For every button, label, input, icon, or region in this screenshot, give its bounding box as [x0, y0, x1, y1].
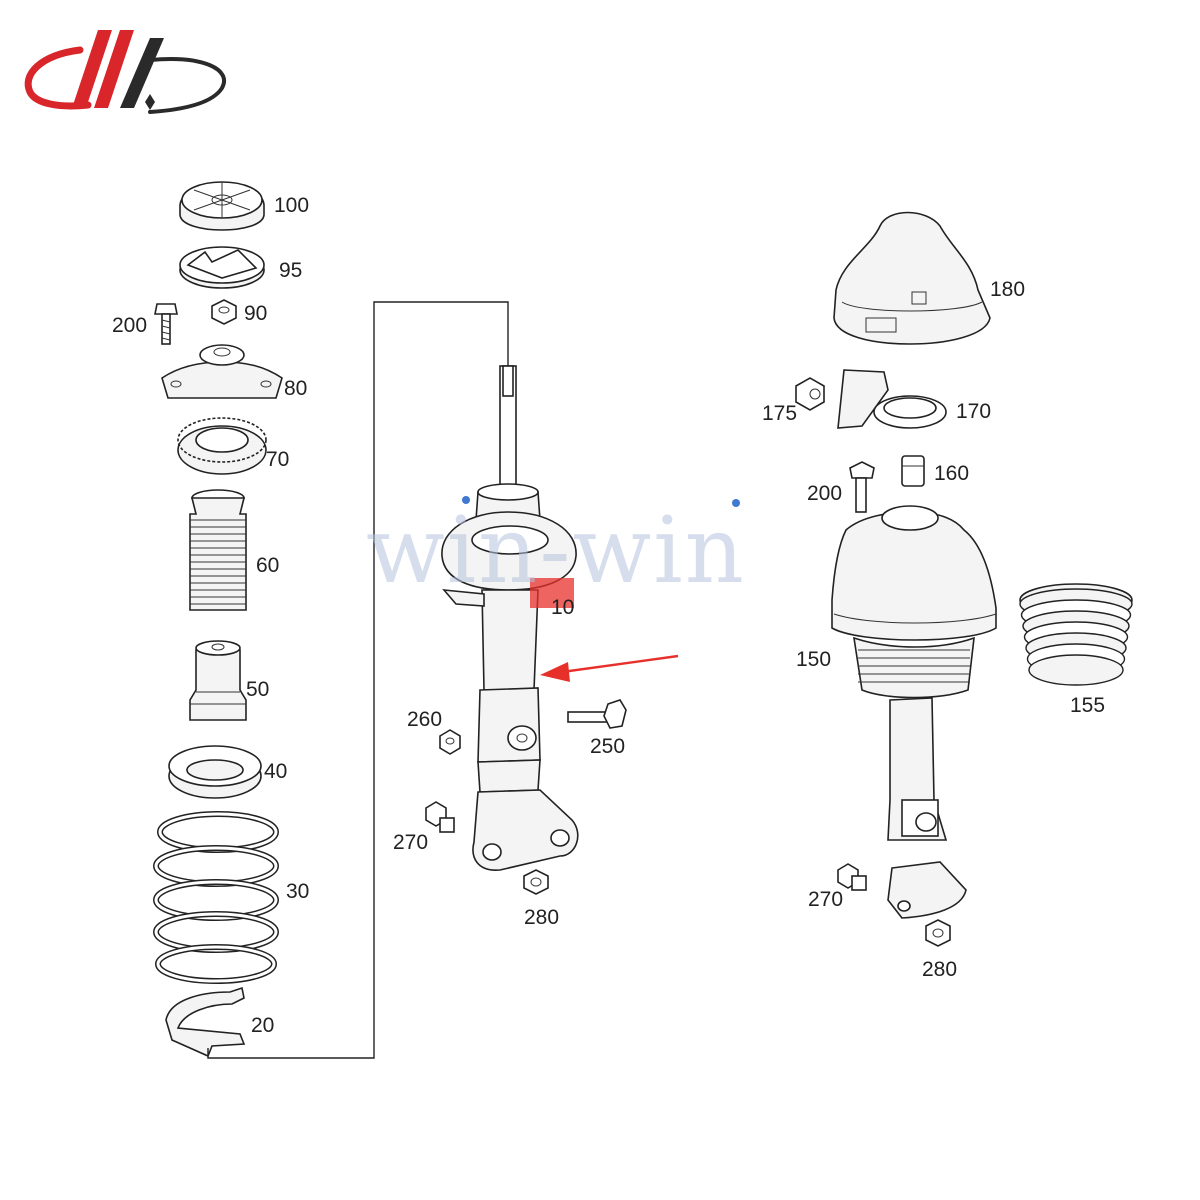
part-40-spring-pad	[168, 745, 262, 799]
watermark-dot-left	[462, 496, 470, 504]
part-100-dust-cover	[179, 181, 265, 231]
label-70: 70	[266, 448, 289, 471]
part-80-strut-mount	[161, 344, 283, 399]
part-175-nut	[795, 377, 825, 411]
label-10: 10	[551, 596, 574, 619]
label-40: 40	[264, 760, 287, 783]
label-200-left: 200	[112, 314, 147, 337]
part-20-lower-pad	[165, 986, 246, 1058]
spring-coil-highlight	[156, 945, 276, 983]
label-30: 30	[286, 880, 309, 903]
part-200-bolt	[154, 303, 178, 345]
part-30-coil-spring	[153, 811, 279, 984]
label-280-left: 280	[524, 906, 559, 929]
bellows-155-ring	[1028, 654, 1124, 686]
label-180: 180	[990, 278, 1025, 301]
part-160-nut	[901, 455, 925, 487]
part-90-nut	[211, 299, 237, 325]
part-270-bolt-right	[837, 863, 867, 891]
highlight-box-10	[530, 578, 574, 608]
label-280-right: 280	[922, 958, 957, 981]
part-260-nut	[439, 729, 461, 755]
left-panel	[0, 165, 700, 1075]
part-180-air-cover	[833, 211, 991, 345]
label-95: 95	[279, 259, 302, 282]
label-270-left: 270	[393, 831, 428, 854]
label-90: 90	[244, 302, 267, 325]
part-60-bellows	[189, 489, 247, 611]
red-arrow-pointer	[540, 654, 679, 682]
part-250-bolt	[567, 699, 627, 729]
part-155-bellows	[1019, 583, 1133, 686]
brand-logo	[24, 30, 226, 114]
label-50: 50	[246, 678, 269, 701]
part-70-bearing	[177, 417, 267, 475]
part-270-bolt-left	[425, 801, 455, 833]
part-200-bolt-right	[849, 461, 875, 513]
label-150: 150	[796, 648, 831, 671]
label-270-right: 270	[808, 888, 843, 911]
label-80: 80	[284, 377, 307, 400]
part-50-bump-stop	[189, 640, 247, 721]
part-150-air-strut	[831, 505, 997, 919]
assembly-bracket-line	[207, 301, 509, 1059]
label-200-right: 200	[807, 482, 842, 505]
part-170-bracket	[837, 369, 947, 429]
watermark-dot-right	[732, 499, 740, 507]
label-20: 20	[251, 1014, 274, 1037]
part-95-rubber-mount	[179, 246, 265, 289]
spring-coil-highlight	[154, 880, 278, 920]
label-170: 170	[956, 400, 991, 423]
part-280-nut-left	[523, 869, 549, 895]
watermark-text: win-win	[366, 497, 746, 604]
label-100: 100	[274, 194, 309, 217]
label-260: 260	[407, 708, 442, 731]
label-160: 160	[934, 462, 969, 485]
label-250: 250	[590, 735, 625, 758]
label-60: 60	[256, 554, 279, 577]
part-280-nut-right	[925, 919, 951, 947]
label-175: 175	[762, 402, 797, 425]
part-10-shock-absorber	[441, 365, 579, 871]
label-155: 155	[1070, 694, 1105, 717]
